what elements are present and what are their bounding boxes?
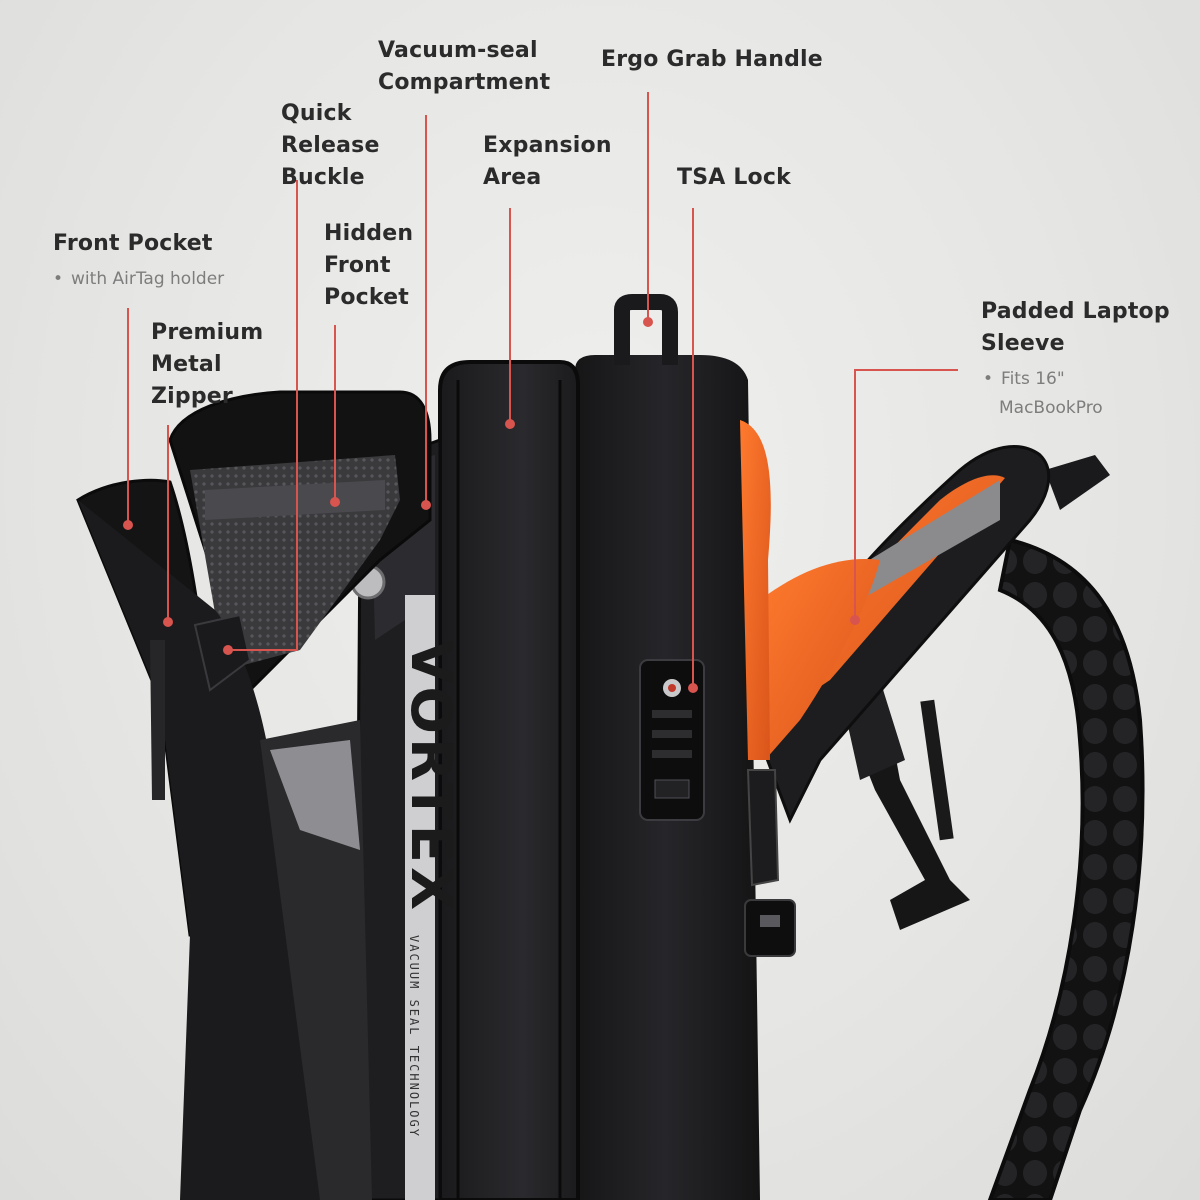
front-pocket [76,390,432,1200]
callout-lines [123,92,958,693]
tsa-lock-device [639,659,705,821]
label-quick-release-buckle: Quick Release Buckle [281,101,380,190]
label-ergo-grab-handle: Ergo Grab Handle [601,47,823,72]
note-padded-laptop-sleeve: •Fits 16" MacBookPro [983,365,1103,423]
label-premium-metal-zipper: Premium Metal Zipper [151,320,264,409]
label-tsa-lock: TSA Lock [677,165,791,190]
usb-port [744,899,796,957]
zipper-pull-icon [150,640,165,800]
label-hidden-front-pocket: Hidden Front Pocket [324,221,414,310]
bullet-icon: • [53,269,64,289]
label-front-pocket: Front Pocket [53,231,213,256]
brand-side-print: VACUUM SEAL TECHNOLOGY [407,935,421,1138]
vacuum-seal-compartment: VORTEX VACUUM SEAL TECHNOLOGY [350,437,463,1200]
grab-handle [614,294,678,365]
label-expansion-area: Expansion Area [483,133,612,190]
bullet-icon: • [983,369,994,389]
label-vacuum-seal-compartment: Vacuum-seal Compartment [378,38,551,95]
main-body [570,355,796,1200]
expansion-panel [438,360,580,1200]
note-front-pocket: •with AirTag holder [53,265,224,294]
buckle-icon [193,613,252,692]
label-padded-laptop-sleeve: Padded Laptop Sleeve [981,299,1170,356]
laptop-sleeve-panel [758,445,1051,824]
brand-print: VORTEX [398,640,463,914]
